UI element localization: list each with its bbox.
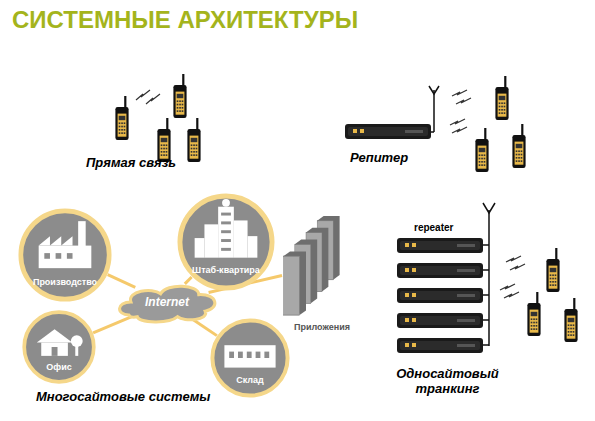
cloud-label: Internet — [145, 295, 189, 309]
architecture-label: Репитер — [350, 150, 408, 165]
node-outline — [282, 216, 362, 334]
site-circle: Офис — [22, 310, 96, 384]
page-title: СИСТЕМНЫЕ АРХИТЕКТУРЫ — [12, 6, 358, 34]
network-link — [192, 319, 217, 336]
node-outline — [22, 310, 96, 384]
node-outline — [210, 318, 290, 398]
network-link — [185, 277, 192, 284]
site-label: Штаб-квартира — [192, 265, 260, 275]
site-label: Производство — [33, 277, 97, 287]
site-circle: Штаб-квартира — [177, 193, 275, 291]
site-circle: Производство — [18, 208, 112, 302]
architecture-label: Односайтовый транкинг — [385, 366, 510, 396]
node-outline — [18, 208, 112, 302]
server-stack: Приложения — [282, 216, 362, 334]
internet-cloud: Internet — [114, 279, 220, 325]
site-label: Склад — [236, 375, 264, 385]
node-outline — [177, 193, 275, 291]
site-circle: Склад — [210, 318, 290, 398]
site-label: Приложения — [294, 322, 350, 332]
architecture-label: Прямая связь — [86, 155, 176, 170]
architecture-label: Многосайтовые системы — [36, 389, 210, 404]
network-link — [108, 275, 136, 288]
network-link — [93, 316, 133, 333]
site-label: Офис — [46, 362, 71, 372]
device-label: repeater — [414, 222, 453, 233]
